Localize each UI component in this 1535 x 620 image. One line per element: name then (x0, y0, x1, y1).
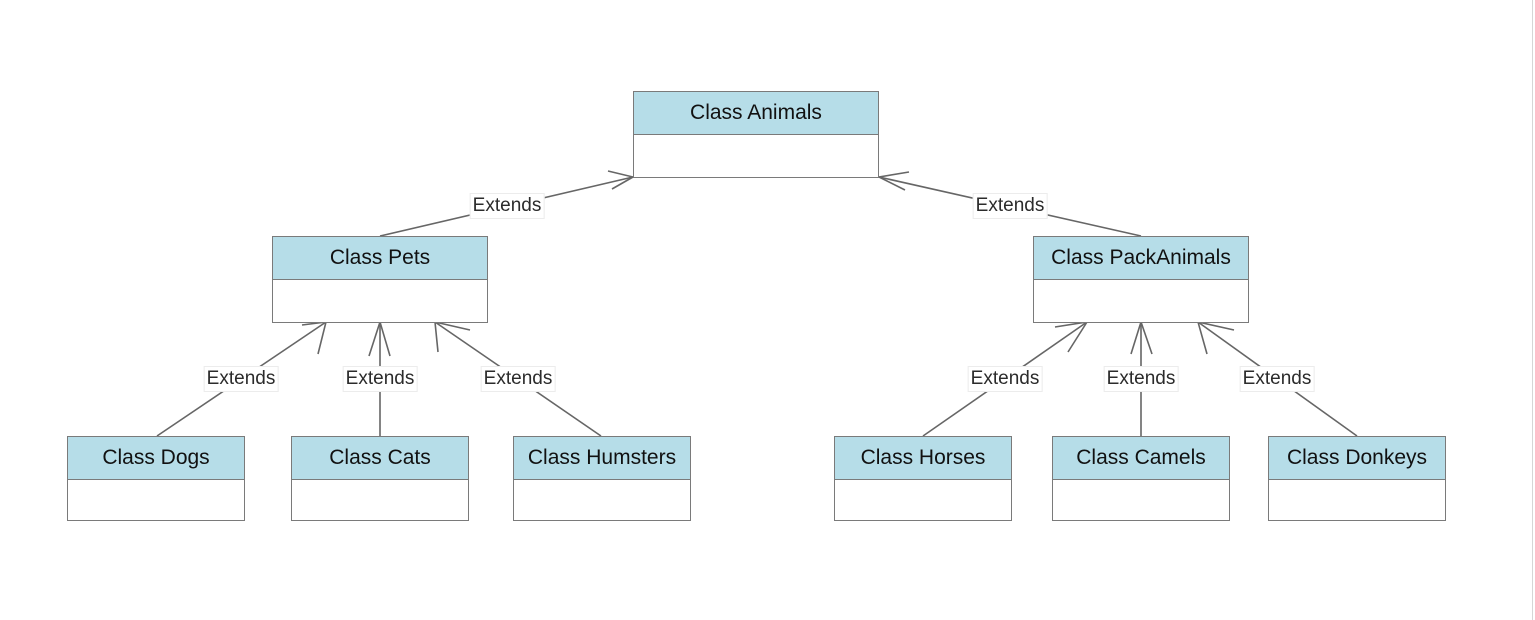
class-name: Class Humsters (514, 437, 690, 480)
class-name: Class Dogs (68, 437, 244, 480)
class-box-donkeys[interactable]: Class Donkeys (1268, 436, 1446, 521)
class-body (68, 480, 244, 521)
edge-label-camels-packanimals: Extends (1103, 366, 1179, 392)
class-body (1034, 280, 1248, 321)
edge-label-donkeys-packanimals: Extends (1239, 366, 1315, 392)
edge-label-humsters-pets: Extends (480, 366, 556, 392)
edge-label-dogs-pets: Extends (203, 366, 279, 392)
class-name: Class Donkeys (1269, 437, 1445, 480)
class-body (514, 480, 690, 521)
class-box-cats[interactable]: Class Cats (291, 436, 469, 521)
edge-label-packanimals-animals: Extends (972, 193, 1048, 219)
class-name: Class PackAnimals (1034, 237, 1248, 280)
class-name: Class Horses (835, 437, 1011, 480)
class-body (1269, 480, 1445, 521)
class-box-animals[interactable]: Class Animals (633, 91, 879, 178)
class-name: Class Camels (1053, 437, 1229, 480)
edge-label-horses-packanimals: Extends (967, 366, 1043, 392)
class-box-horses[interactable]: Class Horses (834, 436, 1012, 521)
class-box-humsters[interactable]: Class Humsters (513, 436, 691, 521)
class-body (273, 280, 487, 321)
class-body (835, 480, 1011, 521)
class-name: Class Animals (634, 92, 878, 135)
class-box-dogs[interactable]: Class Dogs (67, 436, 245, 521)
class-name: Class Cats (292, 437, 468, 480)
class-body (292, 480, 468, 521)
class-box-camels[interactable]: Class Camels (1052, 436, 1230, 521)
class-body (634, 135, 878, 176)
class-box-pets[interactable]: Class Pets (272, 236, 488, 323)
edge-label-cats-pets: Extends (342, 366, 418, 392)
class-body (1053, 480, 1229, 521)
class-box-packanimals[interactable]: Class PackAnimals (1033, 236, 1249, 323)
class-name: Class Pets (273, 237, 487, 280)
edge-label-pets-animals: Extends (469, 193, 545, 219)
canvas-right-border (1532, 0, 1533, 620)
